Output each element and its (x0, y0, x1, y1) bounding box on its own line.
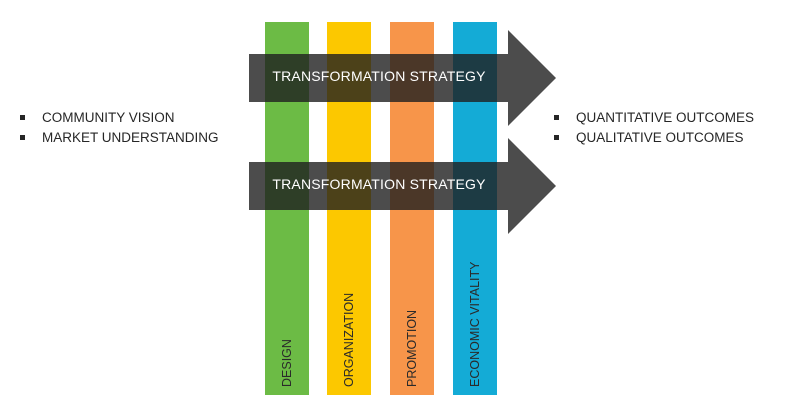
square-bullet-icon (20, 115, 25, 120)
outcome-label: QUANTITATIVE OUTCOMES (576, 110, 755, 125)
transformation-strategy-arrow (249, 30, 556, 126)
list-item: COMMUNITY VISION (14, 108, 219, 128)
arrow-label: TRANSFORMATION STRATEGY (272, 176, 486, 192)
transformation-strategy-arrow (249, 138, 556, 234)
square-bullet-icon (20, 135, 25, 140)
list-item: QUALITATIVE OUTCOMES (548, 128, 754, 148)
input-label: COMMUNITY VISION (42, 110, 175, 125)
input-label: MARKET UNDERSTANDING (42, 130, 219, 145)
outcome-list: QUANTITATIVE OUTCOMES QUALITATIVE OUTCOM… (548, 108, 754, 148)
square-bullet-icon (554, 115, 559, 120)
input-list: COMMUNITY VISION MARKET UNDERSTANDING (14, 108, 219, 148)
square-bullet-icon (554, 135, 559, 140)
list-item: MARKET UNDERSTANDING (14, 128, 219, 148)
outcome-label: QUALITATIVE OUTCOMES (576, 130, 744, 145)
arrow-label: TRANSFORMATION STRATEGY (272, 68, 486, 84)
list-item: QUANTITATIVE OUTCOMES (548, 108, 754, 128)
